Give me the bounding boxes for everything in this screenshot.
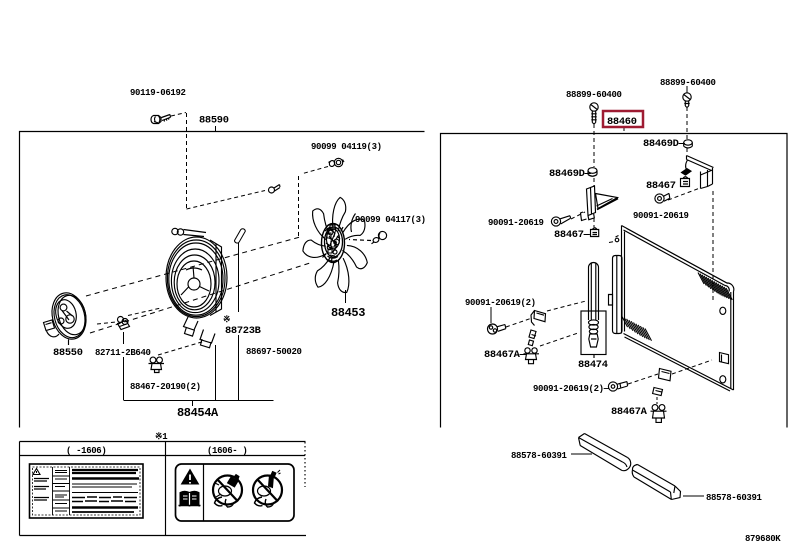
svg-text:88899-60400: 88899-60400 bbox=[566, 90, 622, 100]
svg-text:※1: ※1 bbox=[155, 432, 168, 442]
svg-text:88578-60391: 88578-60391 bbox=[511, 451, 568, 461]
svg-text:90091-20619: 90091-20619 bbox=[488, 218, 544, 228]
svg-text:88467—: 88467— bbox=[554, 229, 591, 241]
svg-text:90091-20619: 90091-20619 bbox=[633, 211, 689, 221]
svg-text:88697-50020: 88697-50020 bbox=[246, 347, 302, 357]
svg-text:88467A: 88467A bbox=[611, 406, 648, 418]
svg-text:88454A: 88454A bbox=[177, 406, 219, 420]
svg-text:88723B: 88723B bbox=[225, 325, 262, 337]
svg-text:88899-60400: 88899-60400 bbox=[660, 78, 716, 88]
svg-text:※: ※ bbox=[223, 315, 230, 325]
svg-text:88550: 88550 bbox=[53, 347, 83, 359]
svg-text:88467-20190(2): 88467-20190(2) bbox=[130, 382, 201, 392]
svg-text:88578-60391: 88578-60391 bbox=[706, 493, 763, 503]
svg-text:88467: 88467 bbox=[646, 180, 676, 192]
svg-text:88453: 88453 bbox=[331, 306, 365, 320]
svg-text:88469D—: 88469D— bbox=[549, 168, 592, 180]
svg-text:90119-06192: 90119-06192 bbox=[130, 88, 186, 98]
svg-text:(1606- ): (1606- ) bbox=[207, 446, 247, 456]
svg-text:88590: 88590 bbox=[199, 115, 229, 127]
svg-text:88460: 88460 bbox=[607, 116, 637, 128]
svg-text:82711-2B640: 82711-2B640 bbox=[95, 348, 151, 358]
svg-text:88469D—: 88469D— bbox=[643, 138, 686, 150]
svg-text:90099 04117(3): 90099 04117(3) bbox=[355, 215, 426, 225]
svg-text:88474: 88474 bbox=[578, 359, 608, 371]
svg-text:88467A—: 88467A— bbox=[484, 349, 527, 361]
svg-text:( -1606): ( -1606) bbox=[66, 446, 106, 456]
svg-text:90091-20619(2): 90091-20619(2) bbox=[465, 298, 536, 308]
svg-text:90099 04119(3): 90099 04119(3) bbox=[311, 142, 382, 152]
svg-text:90091-20619(2)—: 90091-20619(2)— bbox=[533, 384, 610, 394]
svg-text:879680K: 879680K bbox=[745, 534, 781, 544]
